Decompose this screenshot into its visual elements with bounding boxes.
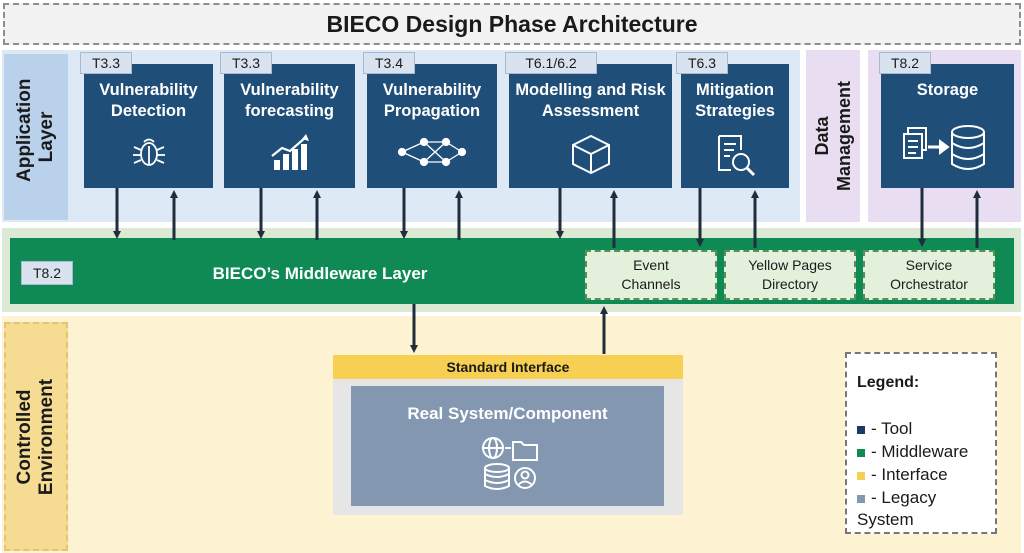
tool-label: Vulnerability Detection bbox=[99, 81, 198, 120]
legend-label: - Interface bbox=[871, 465, 948, 484]
tool-vulnerability-detection: Vulnerability Detection bbox=[84, 64, 213, 188]
bug-icon bbox=[132, 138, 165, 166]
tool-label: Mitigation Strategies bbox=[695, 81, 775, 120]
tool-label: Modelling and Risk Assessment bbox=[515, 81, 666, 120]
legend-item-legacy-system: - Legacy System bbox=[857, 487, 977, 531]
tool-label: Vulnerability forecasting bbox=[240, 81, 339, 120]
legend-swatch bbox=[857, 448, 865, 457]
middleware-component-label: Event Channels bbox=[621, 257, 681, 292]
middleware-component-label: Yellow Pages Directory bbox=[748, 257, 832, 292]
tool-label: Storage bbox=[916, 81, 979, 99]
legend-item-middleware: - Middleware bbox=[857, 441, 968, 463]
document-search-icon bbox=[718, 135, 756, 177]
tool-tag: T3.3 bbox=[80, 52, 132, 74]
middleware-label: BIECO’s Middleware Layer bbox=[212, 264, 428, 283]
legend-swatch bbox=[857, 471, 865, 480]
tool-vulnerability-forecasting: Vulnerability forecasting bbox=[224, 64, 355, 188]
tool-tag: T3.4 bbox=[363, 52, 415, 74]
network-graph-icon bbox=[397, 137, 467, 167]
legend: Legend: - Tool - Middleware - Interface … bbox=[845, 352, 997, 534]
legend-item-interface: - Interface bbox=[857, 464, 948, 486]
standard-interface: Standard Interface bbox=[333, 355, 683, 379]
legend-label: - Tool bbox=[871, 419, 913, 438]
event-channels: Event Channels bbox=[585, 250, 717, 300]
legend-swatch bbox=[857, 425, 865, 434]
controlled-environment-label: Controlled Environment bbox=[4, 322, 68, 551]
service-orchestrator: Service Orchestrator bbox=[863, 250, 995, 300]
system-components-icon bbox=[482, 437, 538, 490]
tool-tag: T6.3 bbox=[676, 52, 728, 74]
legend-item-tool: - Tool bbox=[857, 418, 912, 440]
legend-label: - Middleware bbox=[871, 442, 969, 461]
middleware-component-label: Service Orchestrator bbox=[890, 257, 968, 292]
tool-storage: Storage bbox=[881, 64, 1014, 188]
real-system-label: Real System/Component bbox=[407, 404, 608, 423]
tool-label: Vulnerability Propagation bbox=[382, 81, 482, 120]
tool-mitigation-strategies: Mitigation Strategies bbox=[681, 64, 789, 188]
real-system-component: Real System/Component bbox=[351, 386, 664, 506]
database-transfer-icon bbox=[902, 125, 985, 170]
tool-tag: T8.2 bbox=[879, 52, 931, 74]
middleware-tag: T8.2 bbox=[21, 261, 73, 285]
tool-tag: T6.1/6.2 bbox=[505, 52, 597, 74]
cube-icon bbox=[571, 134, 610, 175]
bar-chart-trend-icon bbox=[270, 134, 309, 170]
yellow-pages-directory: Yellow Pages Directory bbox=[724, 250, 856, 300]
tool-vulnerability-propagation: Vulnerability Propagation bbox=[367, 64, 497, 188]
legend-title: Legend: bbox=[857, 374, 920, 391]
tool-modelling-risk-assessment: Modelling and Risk Assessment bbox=[509, 64, 672, 188]
tool-tag: T3.3 bbox=[220, 52, 272, 74]
data-management-band: Data Management bbox=[806, 50, 860, 222]
diagram-title: BIECO Design Phase Architecture bbox=[3, 3, 1021, 45]
application-layer-label: Application Layer bbox=[4, 54, 68, 220]
legend-label: - Legacy System bbox=[857, 488, 937, 529]
legend-swatch bbox=[857, 494, 865, 503]
